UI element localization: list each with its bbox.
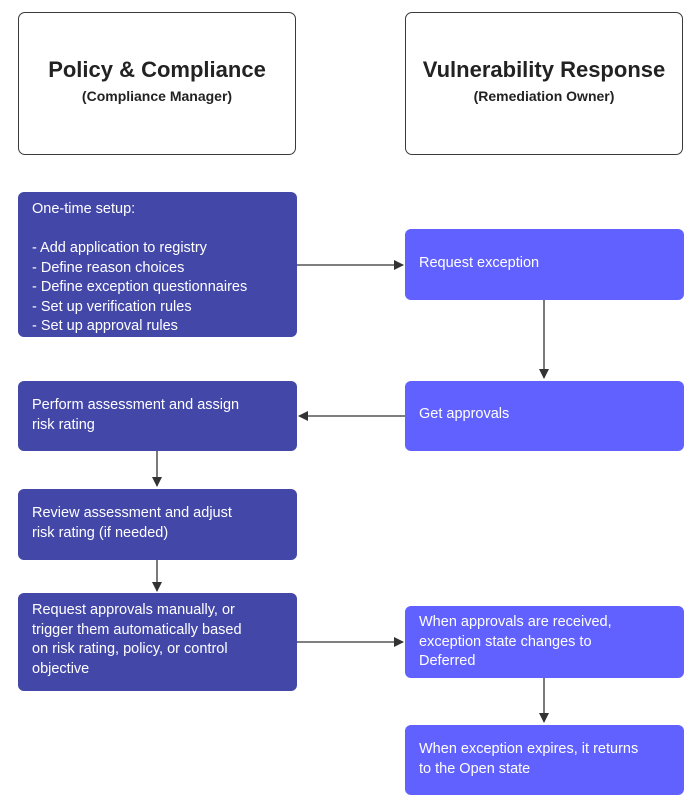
step-text-line: When exception expires, it returns (419, 741, 639, 757)
step-text-line: exception state changes to (419, 633, 592, 650)
step-approvals-received: When approvals are received, exception s… (405, 606, 684, 678)
step-text-line: - Define reason choices (32, 259, 185, 276)
step-text-line: - Set up verification rules (32, 298, 192, 315)
lane-title: Vulnerability Response (422, 57, 666, 82)
step-text-line: risk rating (32, 416, 95, 433)
step-text-line: - Add application to registry (32, 240, 207, 256)
step-exception-expires: When exception expires, it returns to th… (405, 725, 684, 795)
lane-header-vulnerability-response: Vulnerability Response (Remediation Owne… (405, 12, 683, 155)
step-text-line: Perform assessment and assign (32, 397, 240, 413)
step-text-line: When approvals are received, (419, 614, 612, 630)
step-text-line: trigger them automatically based (32, 621, 242, 638)
lane-header-policy-compliance: Policy & Compliance (Compliance Manager) (18, 12, 296, 155)
step-text-line: risk rating (if needed) (32, 524, 169, 541)
lane-subtitle: (Remediation Owner) (473, 88, 615, 104)
step-text-line: on risk rating, policy, or control (32, 641, 228, 657)
step-request-exception: Request exception (405, 229, 684, 300)
step-text-line: - Define exception questionnaires (32, 279, 248, 295)
step-perform-assessment: Perform assessment and assign risk ratin… (18, 381, 297, 451)
step-text-line: - Set up approval rules (32, 318, 178, 334)
step-text-line: objective (32, 660, 90, 677)
step-text-line: Deferred (419, 653, 476, 669)
step-text-line: One-time setup: (32, 201, 136, 217)
step-text-line (32, 220, 283, 240)
step-text-line: Review assessment and adjust (32, 505, 232, 521)
step-one-time-setup: One-time setup: - Add application to reg… (18, 192, 297, 337)
step-text-line: to the Open state (419, 760, 531, 777)
step-request-approvals: Request approvals manually, or trigger t… (18, 593, 297, 691)
step-review-assessment: Review assessment and adjust risk rating… (18, 489, 297, 560)
lane-subtitle: (Compliance Manager) (81, 88, 233, 104)
lane-title: Policy & Compliance (48, 57, 266, 82)
step-text-line: Request exception (419, 255, 540, 271)
step-get-approvals: Get approvals (405, 381, 684, 451)
step-text-line: Get approvals (419, 406, 510, 422)
step-text-line: Request approvals manually, or (32, 602, 235, 618)
